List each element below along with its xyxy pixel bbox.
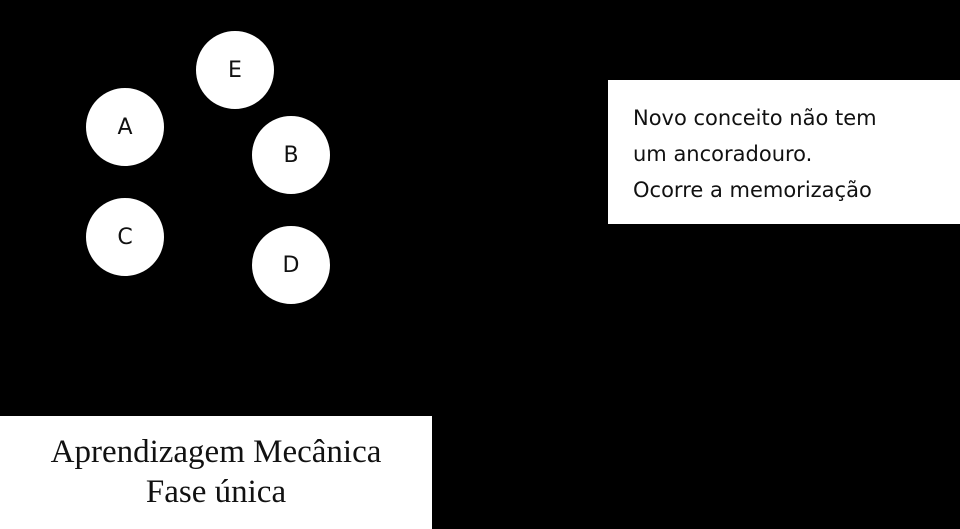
node-label: B — [283, 142, 299, 168]
node-label: E — [228, 57, 242, 83]
node-d: D — [250, 224, 332, 306]
node-c: C — [84, 196, 166, 278]
node-label: D — [282, 252, 300, 278]
explanation-note: Novo conceito não tem um ancoradouro. Oc… — [608, 80, 960, 224]
node-label: A — [117, 114, 133, 140]
note-line: Novo conceito não tem — [633, 106, 877, 130]
node-label: C — [117, 224, 133, 250]
node-b: B — [250, 114, 332, 196]
caption-title: Aprendizagem Mecânica — [50, 434, 382, 470]
node-e: E — [194, 29, 276, 111]
node-a: A — [84, 86, 166, 168]
note-line: Ocorre a memorização — [633, 178, 872, 202]
caption-subtitle: Fase única — [145, 474, 287, 510]
note-line: um ancoradouro. — [633, 142, 813, 166]
diagram-caption: Aprendizagem Mecânica Fase única — [0, 416, 432, 529]
